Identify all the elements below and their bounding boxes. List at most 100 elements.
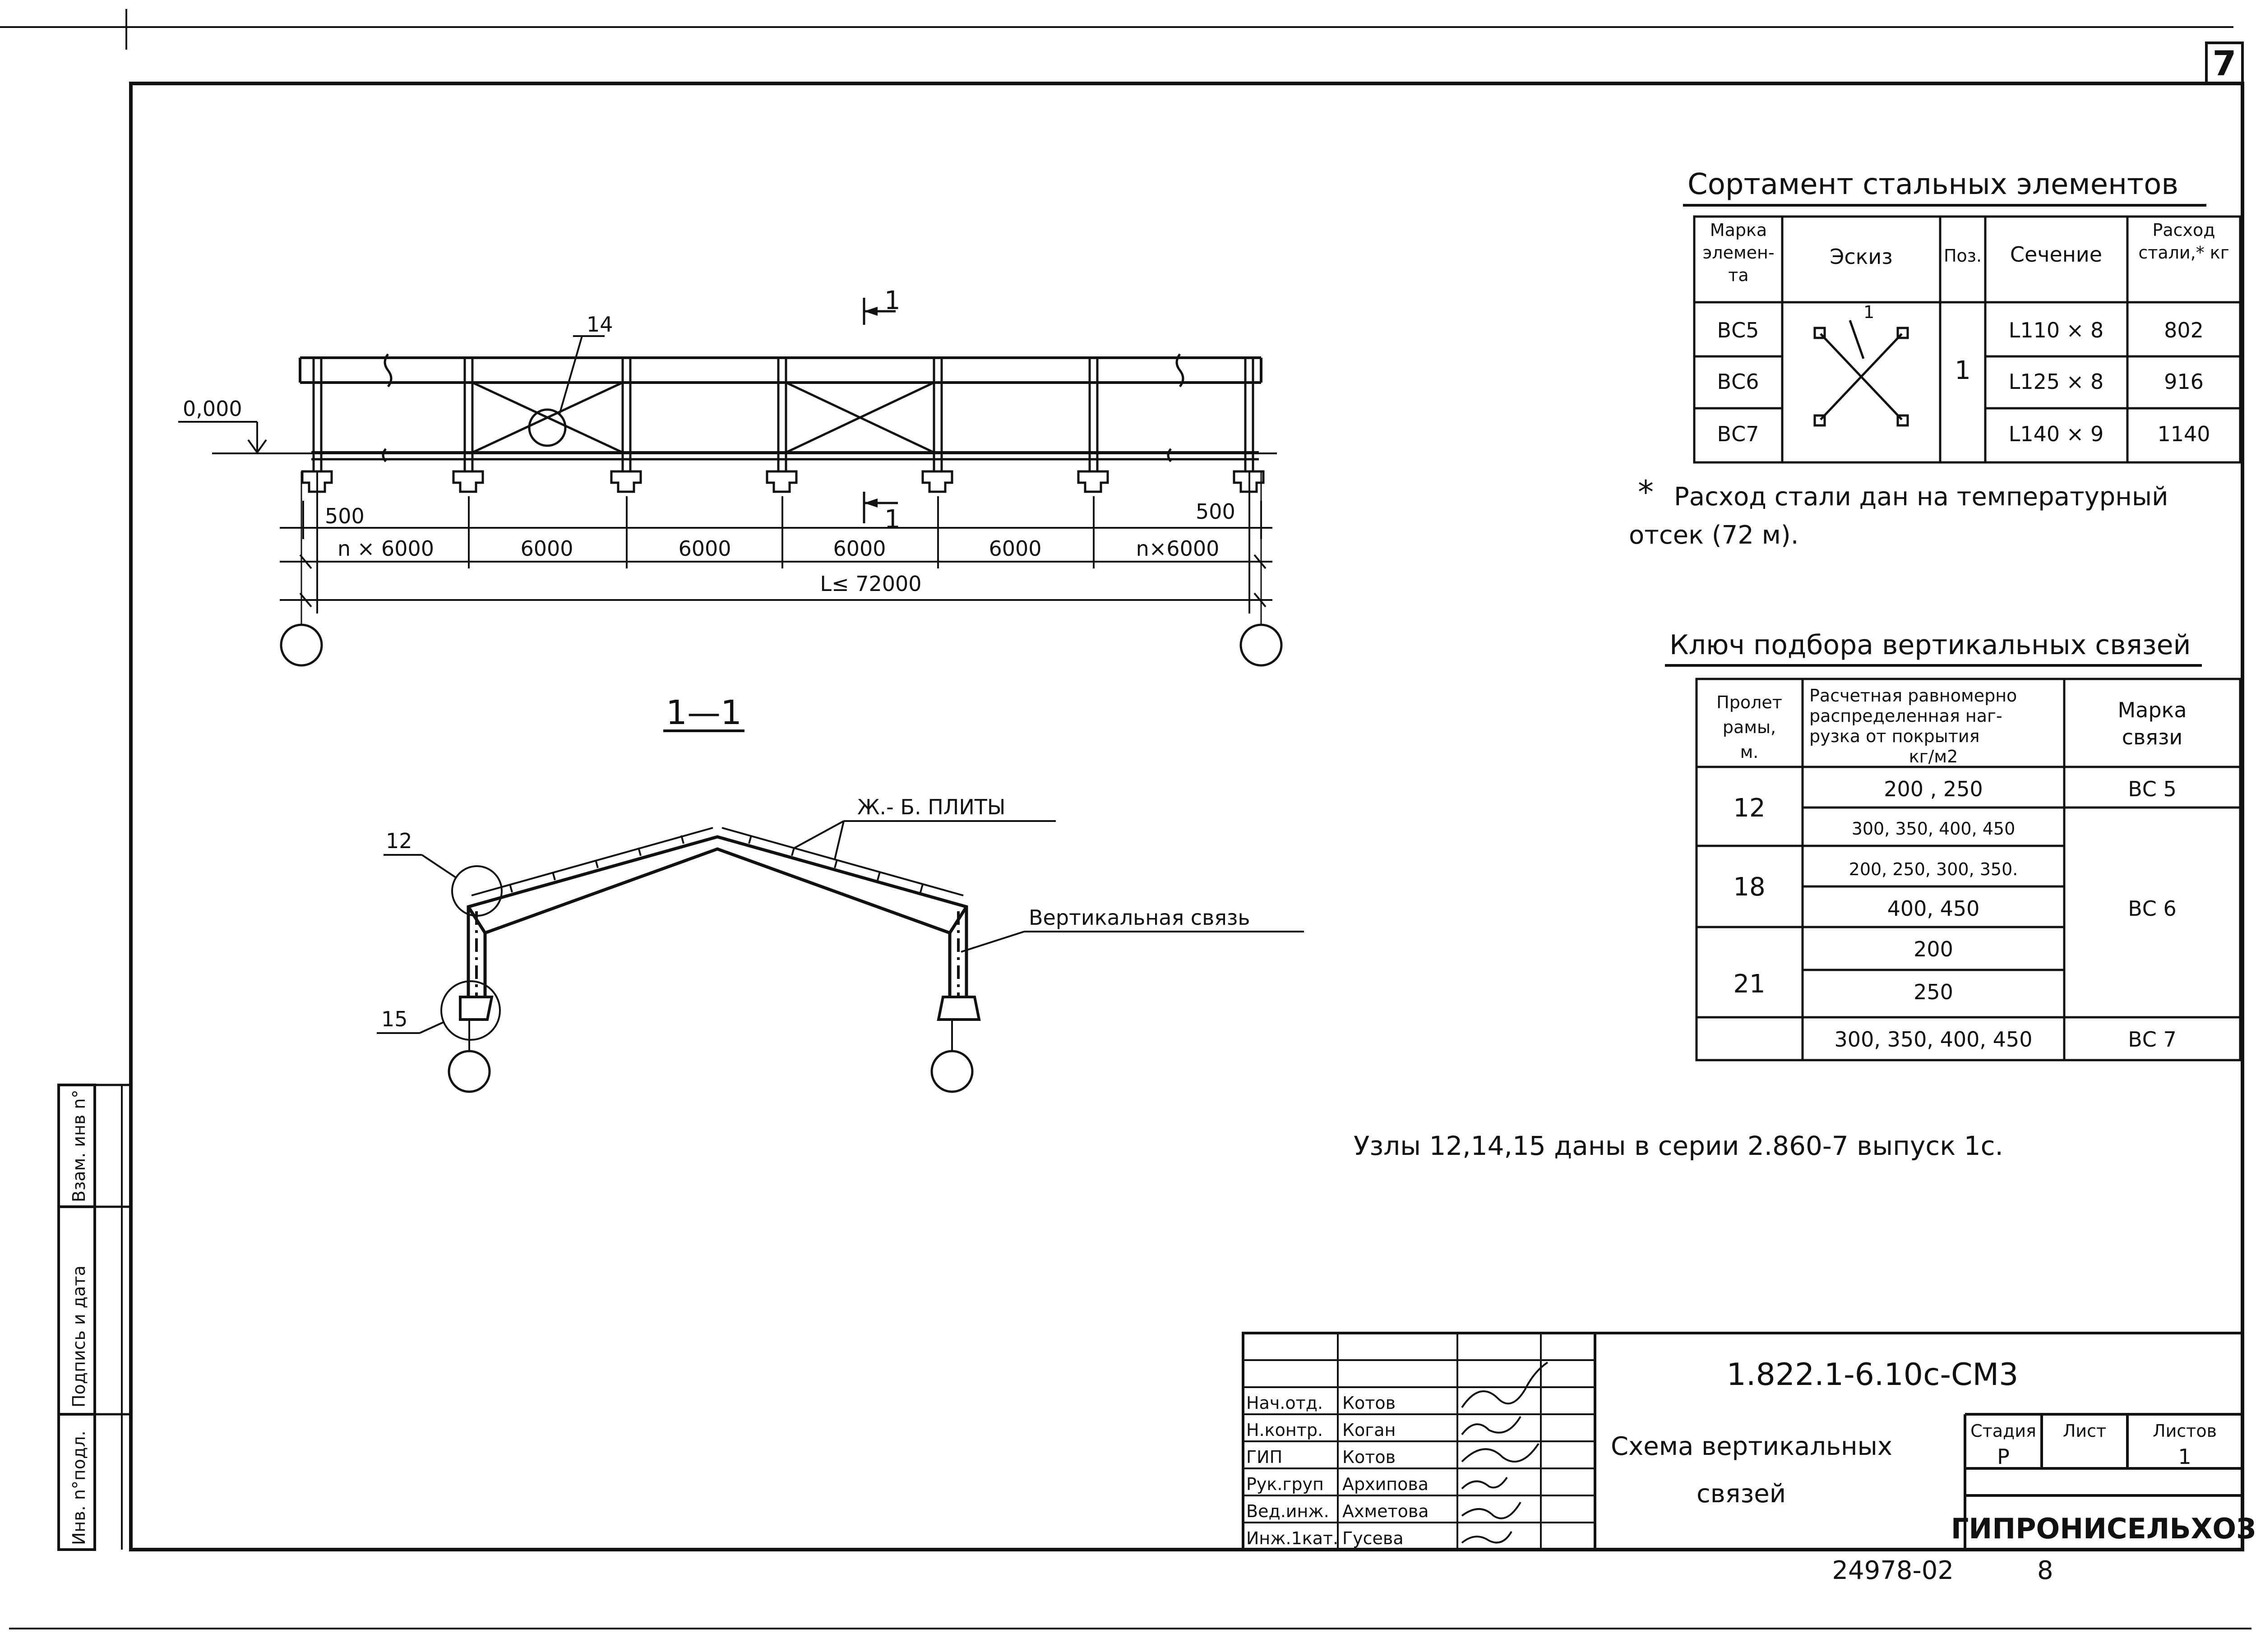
assortment-table: Сортамент стальных элементов Марка элеме… xyxy=(1629,168,2242,550)
row-mass-2: 916 xyxy=(2164,369,2204,394)
row-section-1: L110 × 8 xyxy=(2009,318,2103,342)
bay-dim-6: n×6000 xyxy=(1136,536,1220,561)
section-mark-bottom: 1 xyxy=(884,505,901,534)
drawing-frame xyxy=(129,82,2244,1551)
dimension-ticks xyxy=(299,471,1267,614)
span-18: 18 xyxy=(1733,872,1765,902)
role-3: ГИП xyxy=(1246,1447,1282,1467)
organization: ГИПРОНИСЕЛЬХОЗ xyxy=(1951,1512,2256,1545)
hdr-load-2: распределенная наг- xyxy=(1809,706,2002,726)
mark-vs5: ВС 5 xyxy=(2128,777,2177,801)
load-row-4: 400, 450 xyxy=(1887,896,1980,921)
header-sketch: Эскиз xyxy=(1830,245,1893,269)
header-pos: Поз. xyxy=(1944,246,1982,266)
sheets-header: Листов xyxy=(2153,1421,2217,1441)
mark-vs6: ВС 6 xyxy=(2128,896,2177,921)
hdr-span-3: м. xyxy=(1740,742,1759,762)
bay-dim-1: n × 6000 xyxy=(337,536,434,561)
slab-label-leader-2 xyxy=(834,821,845,860)
header-mark: Марка элемен- та xyxy=(1702,220,1774,285)
bay-dim-3: 6000 xyxy=(678,536,731,561)
column-footings xyxy=(301,470,1265,493)
sheet-header: Лист xyxy=(2063,1421,2106,1441)
pos-value: 1 xyxy=(1955,356,1971,385)
stamp-signature-date: Подпись и дата xyxy=(69,1265,89,1407)
roof-slabs xyxy=(471,827,964,896)
break-mark xyxy=(1167,448,1172,462)
load-row-2: 300, 350, 400, 450 xyxy=(1852,819,2016,839)
role-2: Н.контр. xyxy=(1246,1420,1323,1440)
row-section-2: L125 × 8 xyxy=(2009,369,2103,394)
break-mark xyxy=(1175,353,1184,388)
footnote-star: * xyxy=(1638,474,1654,511)
brace-label: Вертикальная связь xyxy=(1029,905,1250,930)
grid-axis-bubble-left xyxy=(280,623,323,667)
row-mark-3: ВС7 xyxy=(1717,422,1759,446)
arrow-head xyxy=(864,498,878,508)
mark-vs7: ВС 7 xyxy=(2128,1027,2177,1052)
node-15-label: 15 xyxy=(381,1007,408,1031)
slab-label-leader-1 xyxy=(794,820,844,849)
role-5: Вед.инж. xyxy=(1246,1501,1329,1521)
stage-header: Стадия xyxy=(1970,1421,2036,1441)
total-dim: L≤ 72000 xyxy=(820,572,921,596)
name-6: Гусева xyxy=(1342,1528,1404,1548)
row-mass-3: 1140 xyxy=(2157,422,2210,446)
x-brace-sketch xyxy=(1813,320,1909,427)
section-axis-bubble-right xyxy=(930,1050,974,1093)
drawing-title-line-2: связей xyxy=(1697,1479,1786,1509)
key-table: Ключ подбора вертикальных связей Пролет … xyxy=(1665,629,2242,1061)
section-1-1-view: 1—1 xyxy=(377,693,1304,1093)
row-section-3: L140 × 9 xyxy=(2009,422,2103,446)
node-12-label: 12 xyxy=(386,829,412,853)
hdr-span-1: Пролет xyxy=(1716,692,1782,712)
hdr-mark-1: Марка xyxy=(2117,698,2187,722)
portal-frame xyxy=(467,835,968,1004)
column-base-left xyxy=(459,996,494,1021)
row-mark-1: ВС5 xyxy=(1717,318,1759,342)
row-mark-2: ВС6 xyxy=(1717,369,1759,394)
archive-number: 24978-02 xyxy=(1832,1556,1954,1585)
hdr-load-3: рузка от покрытия xyxy=(1809,726,1979,746)
row-mass-1: 802 xyxy=(2164,318,2204,342)
edge-dim-left: 500 xyxy=(325,504,365,528)
arrow-head xyxy=(864,307,878,316)
column-base-right xyxy=(937,996,981,1021)
role-1: Нач.отд. xyxy=(1246,1393,1323,1413)
hdr-load-4: кг/м2 xyxy=(1909,747,1958,766)
name-4: Архипова xyxy=(1342,1474,1428,1494)
header-section: Сечение xyxy=(2010,242,2102,267)
bay-dim-4: 6000 xyxy=(833,536,886,561)
stamp-inv-original: Инв. n°подл. xyxy=(69,1431,89,1545)
hdr-mark-2: связи xyxy=(2122,725,2182,749)
brace-label-leader xyxy=(961,931,1025,953)
grid-axis-bubble-right xyxy=(1239,623,1283,667)
sheet-number: 7 xyxy=(2213,43,2237,83)
title-block: Нач.отд. Н.контр. ГИП Рук.груп Вед.инж. … xyxy=(1242,1332,2256,1551)
node-12-circle xyxy=(451,865,503,917)
load-row-6: 250 xyxy=(1914,980,1953,1004)
node-15-circle xyxy=(440,980,501,1041)
load-row-3: 200, 250, 300, 350. xyxy=(1849,859,2018,879)
break-mark xyxy=(384,353,393,388)
sheet-number-box xyxy=(2205,42,2244,85)
header-mass: Расход стали,* кг xyxy=(2138,220,2229,263)
section-mark-top: 1 xyxy=(884,286,901,315)
node-14-circle xyxy=(528,408,567,447)
role-6: Инж.1кат. xyxy=(1246,1528,1338,1548)
sheets-value: 1 xyxy=(2178,1444,2191,1469)
node-15-leader xyxy=(419,1021,445,1034)
section-axis-bubble-left xyxy=(448,1050,491,1093)
hdr-load-1: Расчетная равномерно xyxy=(1809,686,2017,706)
signature-scribbles xyxy=(1461,1361,1549,1544)
sketch-pos-label: 1 xyxy=(1863,302,1874,322)
span-12: 12 xyxy=(1733,794,1765,823)
bay-dim-2: 6000 xyxy=(520,536,573,561)
page-number: 8 xyxy=(2037,1556,2053,1585)
level-mark-triangle xyxy=(247,439,267,454)
stage-value: Р xyxy=(1997,1444,2010,1469)
load-row-5: 200 xyxy=(1914,937,1953,961)
stamp-replaced-inv: Взам. инв n° xyxy=(69,1090,89,1203)
load-row-7: 300, 350, 400, 450 xyxy=(1835,1027,2033,1052)
